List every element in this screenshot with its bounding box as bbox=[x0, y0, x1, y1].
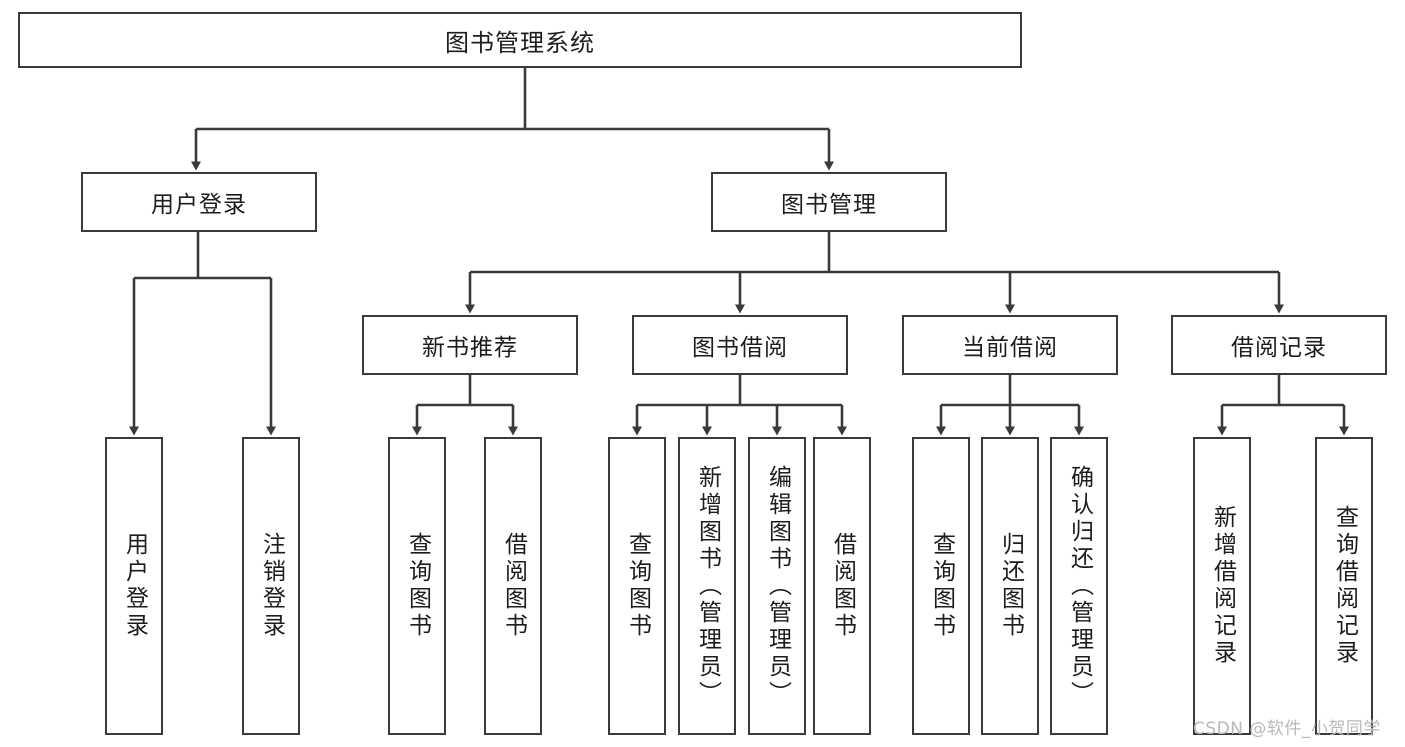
node-book-management[interactable]: 图书管理 bbox=[711, 172, 947, 232]
node-borrow-record[interactable]: 借阅记录 bbox=[1171, 315, 1387, 375]
leaf-new-book-borrow-book[interactable]: 借阅图书 bbox=[484, 437, 542, 735]
node-label: 用户登录 bbox=[151, 192, 247, 218]
node-label: 图书管理 bbox=[781, 192, 877, 218]
leaf-new-book-query-book[interactable]: 查询图书 bbox=[388, 437, 446, 735]
leaf-borrow-record-add-record[interactable]: 新增借阅记录 bbox=[1193, 437, 1251, 735]
node-user-login[interactable]: 用户登录 bbox=[81, 172, 317, 232]
node-label: 查询借阅记录 bbox=[1331, 505, 1358, 667]
node-label: 用户登录 bbox=[121, 532, 148, 640]
node-label: 图书借阅 bbox=[692, 335, 788, 361]
leaf-borrow-record-query-record[interactable]: 查询借阅记录 bbox=[1315, 437, 1373, 735]
node-label: 新增借阅记录 bbox=[1209, 505, 1236, 667]
leaf-book-borrow-query-book[interactable]: 查询图书 bbox=[608, 437, 666, 735]
node-label: 借阅记录 bbox=[1231, 335, 1327, 361]
leaf-current-borrow-query-book[interactable]: 查询图书 bbox=[912, 437, 970, 735]
node-label: 当前借阅 bbox=[962, 335, 1058, 361]
leaf-current-borrow-return-book[interactable]: 归还图书 bbox=[981, 437, 1039, 735]
leaf-user-login-logout[interactable]: 注销登录 bbox=[242, 437, 300, 735]
csdn-watermark: CSDN @软件_小贺同学 bbox=[1193, 719, 1381, 739]
node-label: 编辑图书（管理员） bbox=[764, 464, 791, 708]
node-label: 查询图书 bbox=[404, 532, 431, 640]
leaf-user-login-login[interactable]: 用户登录 bbox=[105, 437, 163, 735]
leaf-book-borrow-add-book-admin[interactable]: 新增图书（管理员） bbox=[678, 437, 736, 735]
node-label: 查询图书 bbox=[624, 532, 651, 640]
node-label: 图书管理系统 bbox=[445, 28, 595, 57]
node-root-book-management-system[interactable]: 图书管理系统 bbox=[18, 12, 1022, 68]
node-label: 新增图书（管理员） bbox=[694, 464, 721, 708]
node-label: 确认归还（管理员） bbox=[1066, 464, 1093, 708]
node-label: 归还图书 bbox=[997, 532, 1024, 640]
node-new-book-recommend[interactable]: 新书推荐 bbox=[362, 315, 578, 375]
node-current-borrow[interactable]: 当前借阅 bbox=[902, 315, 1118, 375]
leaf-current-borrow-confirm-return-admin[interactable]: 确认归还（管理员） bbox=[1050, 437, 1108, 735]
leaf-book-borrow-edit-book-admin[interactable]: 编辑图书（管理员） bbox=[748, 437, 806, 735]
node-label: 注销登录 bbox=[258, 532, 285, 640]
node-label: 借阅图书 bbox=[500, 532, 527, 640]
node-label: 查询图书 bbox=[928, 532, 955, 640]
node-label: 新书推荐 bbox=[422, 335, 518, 361]
leaf-book-borrow-borrow-book[interactable]: 借阅图书 bbox=[813, 437, 871, 735]
node-label: 借阅图书 bbox=[829, 532, 856, 640]
node-book-borrow[interactable]: 图书借阅 bbox=[632, 315, 848, 375]
